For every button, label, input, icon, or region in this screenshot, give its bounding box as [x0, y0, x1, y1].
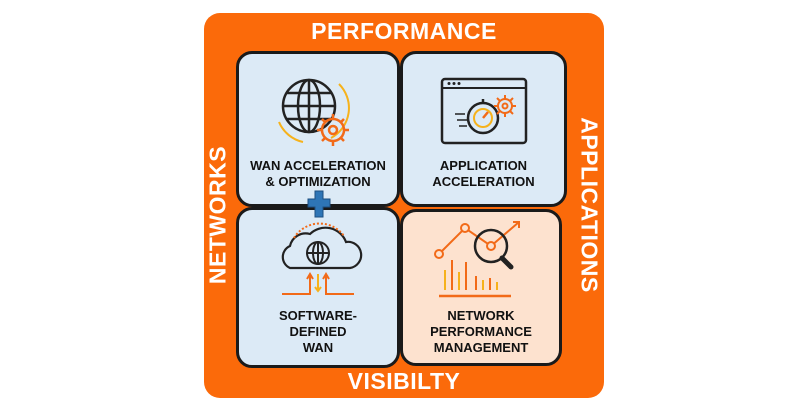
performance-label: PERFORMANCE: [311, 18, 497, 44]
cell-label: APPLICATION ACCELERATION: [403, 158, 564, 190]
cell-label: SOFTWARE- DEFINED WAN: [239, 308, 397, 356]
label-line: NETWORK: [447, 308, 515, 323]
label-line: ACCELERATION: [432, 174, 535, 189]
networks-label: NETWORKS: [204, 145, 231, 285]
cell-application-acceleration: APPLICATION ACCELERATION: [400, 51, 567, 207]
cell-wan-acceleration: WAN ACCELERATION & OPTIMIZATION: [236, 51, 400, 207]
label-line: SOFTWARE-: [279, 308, 357, 323]
cell-label: NETWORK PERFORMANCE MANAGEMENT: [403, 308, 559, 356]
applications-label: APPLICATIONS: [576, 117, 603, 293]
cell-label: WAN ACCELERATION & OPTIMIZATION: [239, 158, 397, 190]
globe-gear-icon: [278, 78, 350, 146]
label-line: PERFORMANCE: [430, 324, 532, 339]
label-line: WAN ACCELERATION: [250, 158, 386, 173]
chart-magnifier-icon: [434, 221, 520, 298]
visibility-label: VISIBILTY: [347, 368, 461, 394]
plus-icon: [307, 190, 331, 218]
label-line: MANAGEMENT: [433, 340, 529, 355]
label-line: DEFINED: [289, 324, 347, 339]
browser-stopwatch-icon: [440, 77, 527, 145]
label-line: & OPTIMIZATION: [265, 174, 371, 189]
cell-software-defined-wan: SOFTWARE- DEFINED WAN: [236, 207, 400, 368]
label-line: WAN: [302, 340, 334, 355]
cloud-globe-icon: [281, 222, 363, 295]
label-line: APPLICATION: [439, 158, 528, 173]
cell-network-performance-management: NETWORK PERFORMANCE MANAGEMENT: [400, 209, 562, 366]
